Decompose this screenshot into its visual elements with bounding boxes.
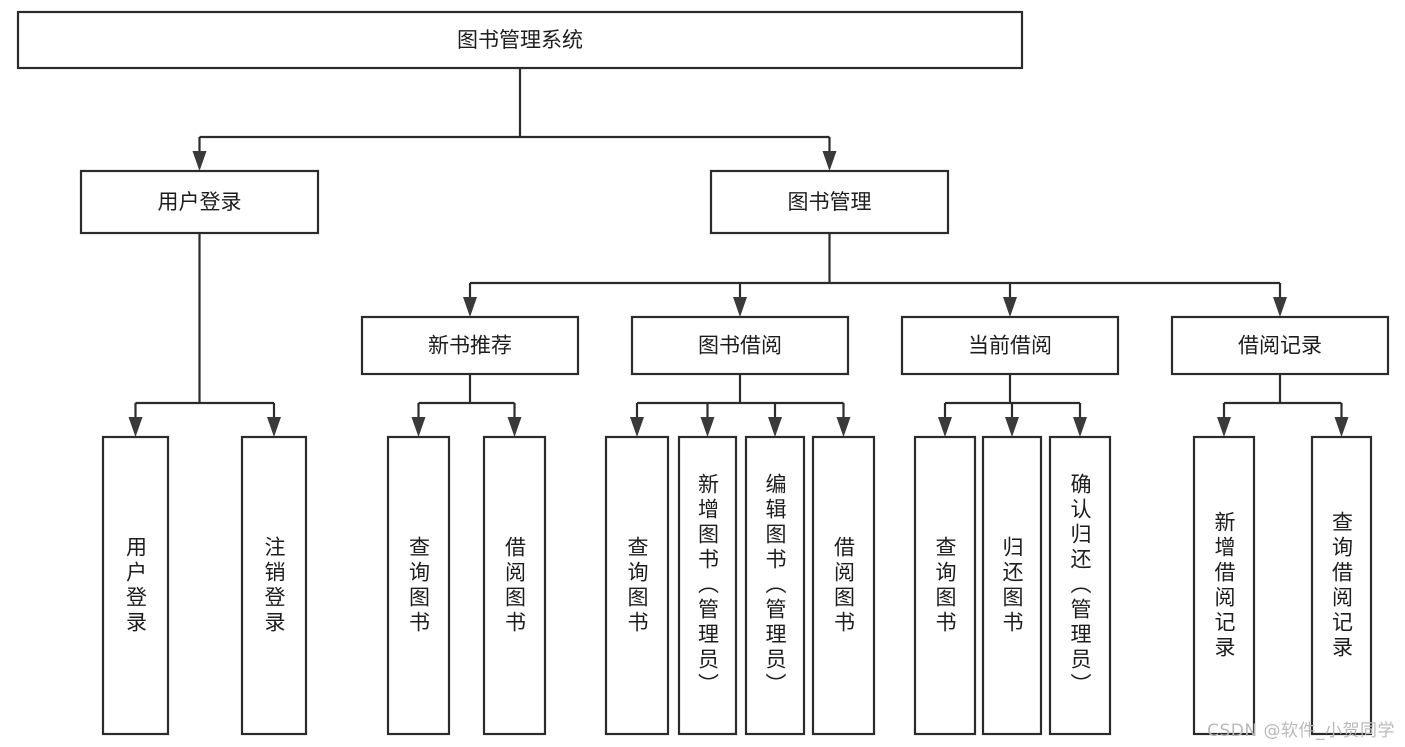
arrow-head-icon — [1073, 417, 1087, 437]
arrow-head-icon — [1334, 417, 1349, 437]
node-box-user-login[interactable] — [79, 169, 320, 235]
node-box-new-book-recommend[interactable] — [360, 315, 580, 376]
arrow-head-icon — [192, 151, 207, 171]
node-label-current-borrow: 当前借阅 — [968, 334, 1052, 358]
node-label-new-book-recommend: 新书推荐 — [428, 334, 512, 358]
connectors-layer — [128, 68, 1349, 437]
arrow-head-icon — [507, 417, 522, 437]
node-box-leaf-query-borrow-record[interactable] — [1310, 435, 1373, 736]
arrow-head-icon — [1005, 417, 1019, 437]
arrow-head-icon — [836, 417, 851, 437]
node-label-user-login: 用户登录 — [158, 190, 242, 214]
arrow-head-icon — [267, 417, 281, 437]
arrow-head-icon — [630, 417, 644, 437]
node-label-root: 图书管理系统 — [457, 28, 583, 52]
boxes-layer — [16, 10, 1390, 736]
csdn-watermark: CSDN @软件_小贺同学 — [1207, 721, 1395, 741]
arrow-head-icon — [463, 297, 477, 317]
node-box-leaf-user-login[interactable] — [101, 435, 170, 736]
arrow-head-icon — [768, 417, 782, 437]
arrow-head-icon — [822, 151, 837, 171]
node-box-leaf-return-book[interactable] — [981, 435, 1043, 736]
arrow-head-icon — [733, 297, 747, 317]
node-box-leaf-query-book-1[interactable] — [386, 435, 451, 736]
node-box-current-borrow[interactable] — [900, 315, 1120, 376]
node-label-book-management: 图书管理 — [788, 190, 872, 214]
node-box-leaf-query-book-2[interactable] — [604, 435, 670, 736]
node-box-leaf-borrow-book-2[interactable] — [811, 435, 876, 736]
arrow-head-icon — [938, 417, 952, 437]
node-box-book-borrow[interactable] — [630, 315, 850, 376]
node-box-leaf-confirm-return-admin[interactable] — [1048, 435, 1112, 736]
node-box-leaf-logout-login[interactable] — [240, 435, 308, 736]
node-box-borrow-record[interactable] — [1170, 315, 1390, 376]
node-label-borrow-record: 借阅记录 — [1238, 334, 1322, 358]
arrow-head-icon — [700, 417, 715, 437]
arrow-head-icon — [1217, 417, 1231, 437]
node-box-leaf-add-book-admin[interactable] — [677, 435, 738, 736]
arrow-head-icon — [1003, 297, 1017, 317]
arrow-head-icon — [128, 417, 143, 437]
node-box-leaf-query-book-3[interactable] — [913, 435, 977, 736]
node-box-leaf-edit-book-admin[interactable] — [744, 435, 806, 736]
node-box-leaf-borrow-book-1[interactable] — [482, 435, 547, 736]
node-box-book-management[interactable] — [709, 169, 950, 235]
node-label-book-borrow: 图书借阅 — [698, 334, 782, 358]
node-box-root[interactable] — [16, 10, 1024, 70]
arrow-head-icon — [1273, 297, 1287, 317]
arrow-head-icon — [411, 417, 426, 437]
node-box-leaf-add-borrow-record[interactable] — [1192, 435, 1256, 736]
